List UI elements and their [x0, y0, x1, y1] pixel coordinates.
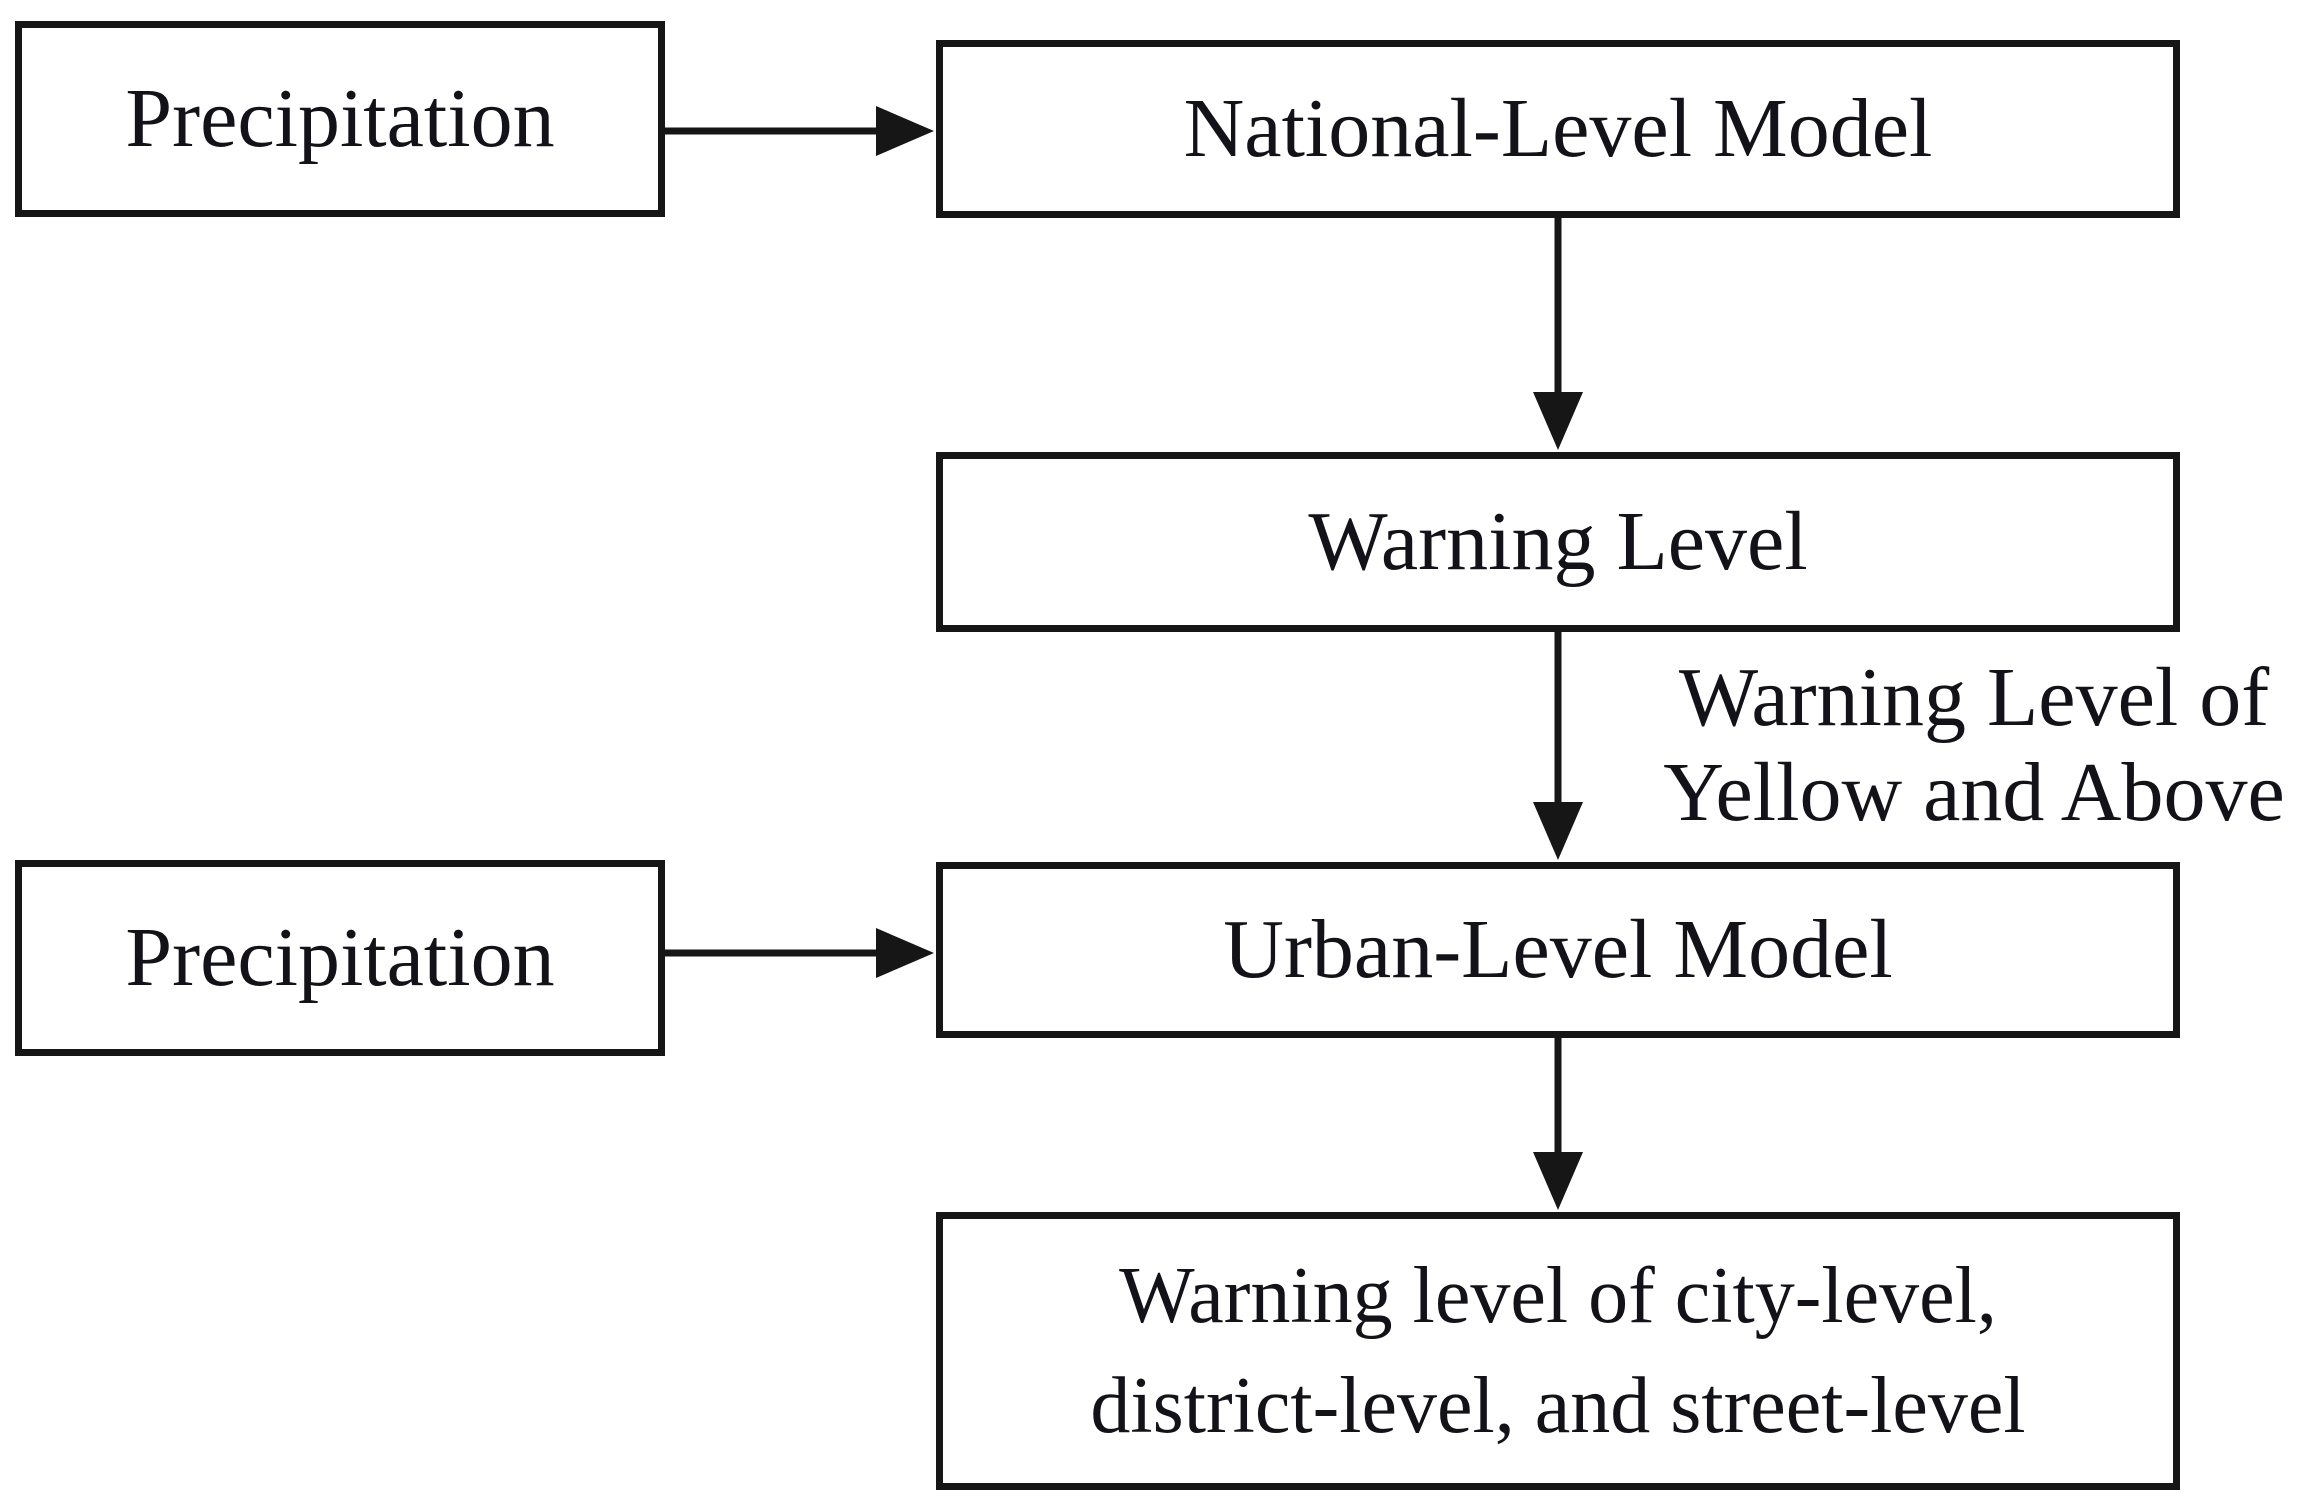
node-warning-level: Warning Level [936, 452, 2180, 632]
edge-label-yellow-and-above-line2: Yellow and Above [1663, 746, 2285, 839]
edge-label-yellow-and-above: Warning Level of Yellow and Above [1628, 650, 2319, 840]
node-warning-output-line2: district-level, and street-level [1090, 1362, 2026, 1450]
edge-label-yellow-and-above-line1: Warning Level of [1678, 651, 2270, 744]
node-national-level-model-label: National-Level Model [1183, 81, 1933, 175]
arrow-urban-to-output [1533, 1038, 1583, 1210]
node-warning-output-line1: Warning level of city-level, [1119, 1252, 1997, 1340]
node-precipitation-top-label: Precipitation [125, 71, 555, 165]
node-urban-level-model: Urban-Level Model [936, 862, 2180, 1038]
node-urban-level-model-label: Urban-Level Model [1223, 902, 1893, 996]
arrow-warning-level-to-urban [1533, 632, 1583, 860]
arrow-precipitation-to-urban [665, 928, 934, 978]
node-warning-output: Warning level of city-level, district-le… [936, 1212, 2180, 1490]
node-precipitation-bottom-label: Precipitation [125, 910, 555, 1004]
node-warning-level-label: Warning Level [1308, 494, 1808, 588]
node-precipitation-top: Precipitation [15, 21, 665, 217]
arrow-national-to-warning-level [1533, 218, 1583, 450]
node-precipitation-bottom: Precipitation [15, 860, 665, 1056]
arrow-precipitation-to-national [665, 106, 934, 156]
node-national-level-model: National-Level Model [936, 40, 2180, 218]
